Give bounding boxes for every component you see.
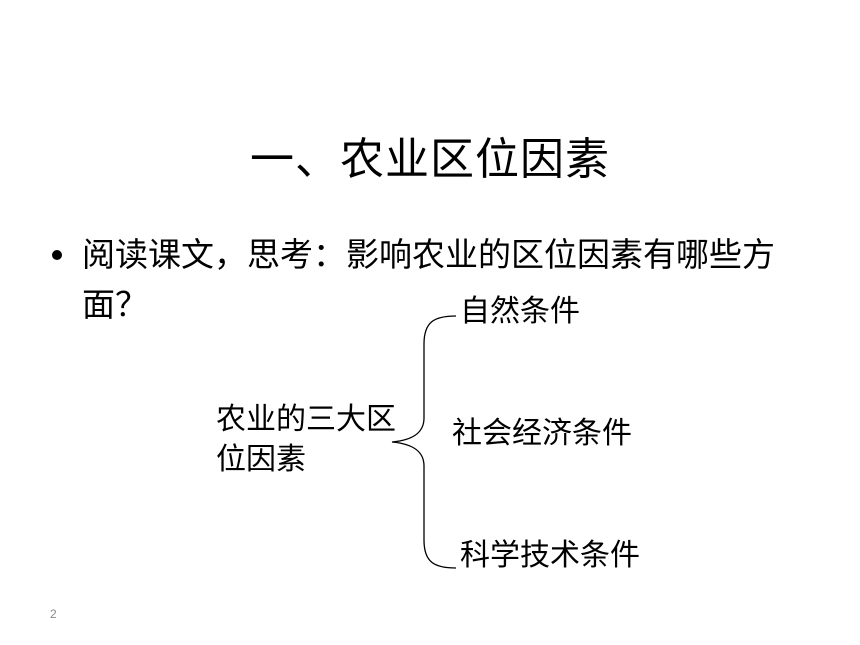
diagram-branch-technology: 科学技术条件 xyxy=(460,538,640,573)
slide-title: 一、农业区位因素 xyxy=(250,134,610,185)
brace-icon xyxy=(391,315,457,569)
page-number: 2 xyxy=(50,607,57,621)
bullet-dot-icon xyxy=(52,250,62,260)
diagram-branch-natural: 自然条件 xyxy=(460,294,580,329)
diagram-branch-socioeconomic: 社会经济条件 xyxy=(452,416,632,451)
bullet-text: 阅读课文，思考：影响农业的区位因素有哪些方面？ xyxy=(82,235,775,324)
diagram-root-label: 农业的三大区位因素 xyxy=(216,402,396,477)
